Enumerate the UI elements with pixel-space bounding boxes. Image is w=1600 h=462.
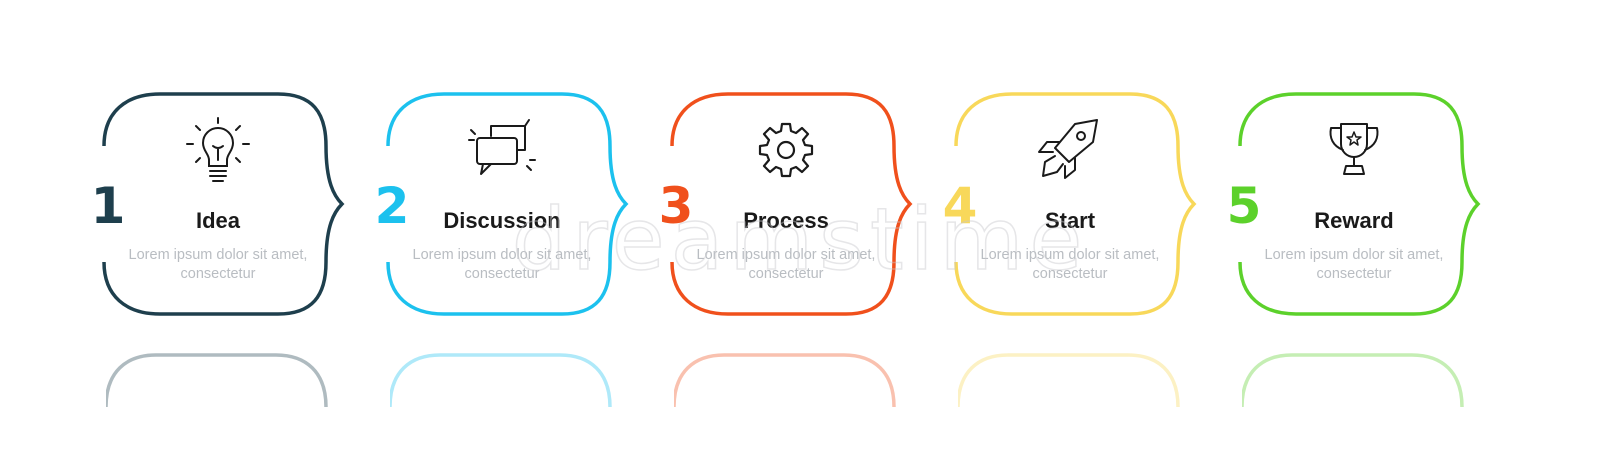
step-description: Lorem ipsum dolor sit amet, consectetur xyxy=(412,247,592,282)
step-reflection xyxy=(1242,353,1464,408)
step-reflection xyxy=(958,353,1180,408)
step-reflection xyxy=(106,353,328,408)
step-reflection xyxy=(674,353,896,408)
step-number: 2 xyxy=(374,177,410,235)
step-frame xyxy=(102,92,345,316)
step-title: Reward xyxy=(1314,208,1394,233)
step-number: 3 xyxy=(658,177,694,235)
step-number: 5 xyxy=(1226,177,1262,235)
step-number: 4 xyxy=(942,177,978,235)
step-title: Start xyxy=(1044,208,1096,233)
step-4: 4 Start Lorem ipsum dolor sit amet, cons… xyxy=(940,0,1230,462)
step-title: Discussion xyxy=(443,208,561,233)
step-frame xyxy=(386,92,629,316)
step-number: 1 xyxy=(90,177,126,235)
step-title: Idea xyxy=(195,208,241,233)
step-1: 1 Idea Lorem ipsum dolor sit amet, conse… xyxy=(88,0,378,462)
step-title: Process xyxy=(743,208,829,233)
chat-bubbles-icon xyxy=(468,119,536,175)
step-frame xyxy=(954,92,1197,316)
gear-icon xyxy=(758,122,814,178)
step-3: 3 Process Lorem ipsum dolor sit amet, co… xyxy=(656,0,946,462)
step-5: 5 Reward Lorem ipsum dolor sit amet, con… xyxy=(1224,0,1514,462)
step-description: Lorem ipsum dolor sit amet, consectetur xyxy=(1264,247,1444,282)
step-frame xyxy=(1238,92,1481,316)
trophy-icon xyxy=(1329,123,1379,175)
rocket-icon xyxy=(1038,119,1098,179)
step-description: Lorem ipsum dolor sit amet, consectetur xyxy=(980,247,1160,282)
step-2: 2 Discussion Lorem ipsum dolor sit amet,… xyxy=(372,0,662,462)
step-description: Lorem ipsum dolor sit amet, consectetur xyxy=(696,247,876,282)
step-frame xyxy=(670,92,913,316)
step-description: Lorem ipsum dolor sit amet, consectetur xyxy=(128,247,308,282)
step-reflection xyxy=(390,353,612,408)
lightbulb-icon xyxy=(186,117,250,182)
